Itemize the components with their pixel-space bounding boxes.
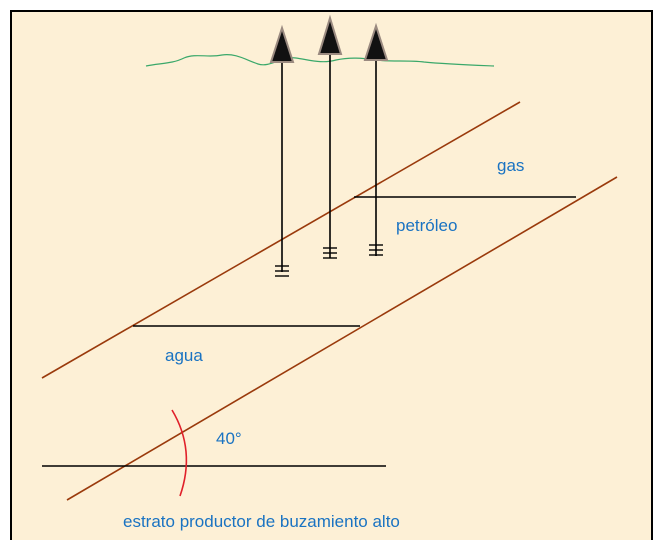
oil-label: petróleo — [396, 216, 457, 235]
caption-label: estrato productor de buzamiento alto — [123, 512, 400, 531]
water-label: agua — [165, 346, 203, 365]
angle-label: 40° — [216, 429, 242, 448]
diagram-frame — [11, 11, 652, 540]
gas-label: gas — [497, 156, 524, 175]
